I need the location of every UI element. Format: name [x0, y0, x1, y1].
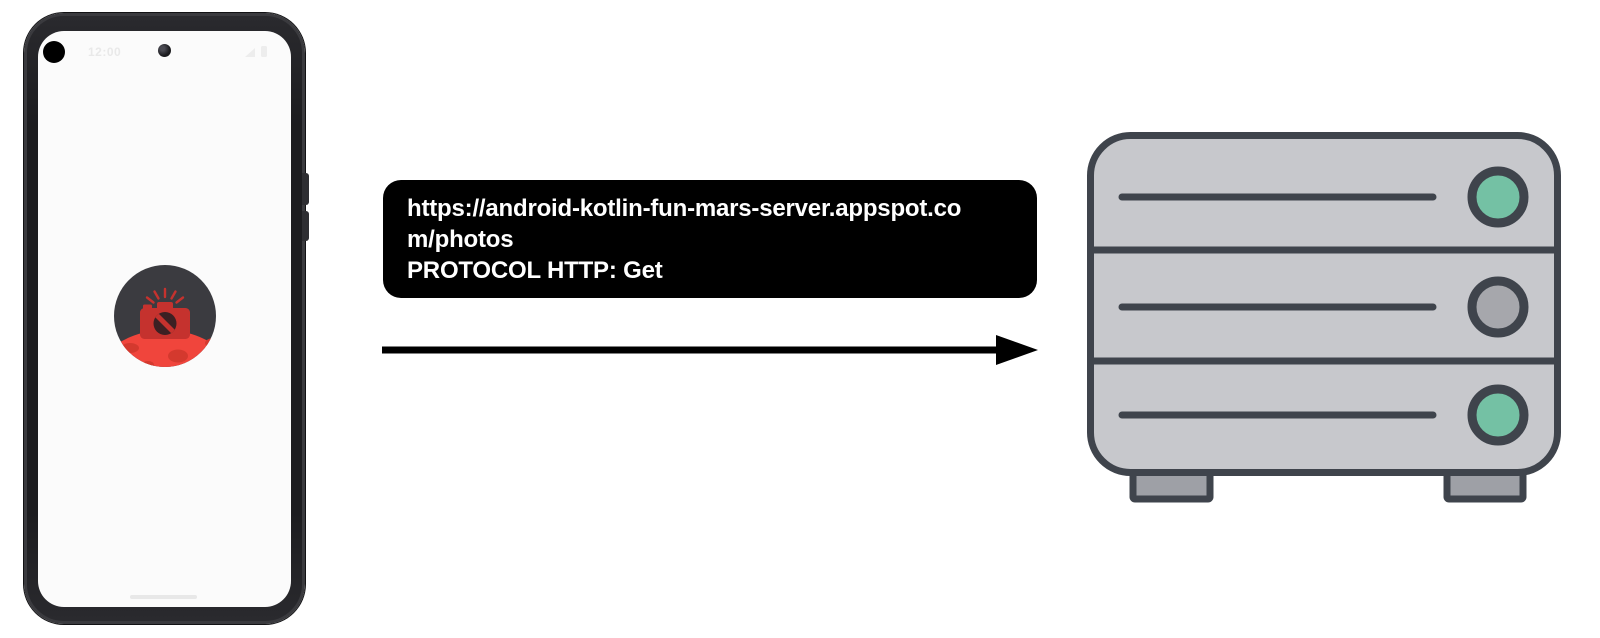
- server-led-icon: [1467, 166, 1529, 228]
- battery-icon: [261, 46, 267, 57]
- status-time: 12:00: [88, 45, 122, 59]
- front-camera-icon: [158, 44, 171, 57]
- crater: [168, 349, 188, 363]
- request-bubble: https://android-kotlin-fun-mars-server.a…: [383, 180, 1037, 298]
- mars-photos-app-icon: [114, 265, 216, 367]
- request-url: https://android-kotlin-fun-mars-server.a…: [407, 195, 962, 253]
- phone-device: 12:00: [24, 13, 309, 624]
- home-indicator: [130, 595, 197, 599]
- server-led-icon: [1467, 384, 1529, 446]
- status-dot-icon: [43, 41, 65, 63]
- flash-rays-icon: [145, 287, 185, 304]
- request-arrow-icon: [382, 335, 1038, 365]
- request-protocol: PROTOCOL HTTP: Get: [407, 257, 663, 284]
- power-button-icon: [302, 173, 309, 205]
- server-icon: [1087, 132, 1561, 503]
- server-led-icon: [1467, 276, 1529, 338]
- volume-button-icon: [302, 211, 309, 241]
- crater: [121, 343, 139, 353]
- phone-screen: 12:00: [38, 31, 291, 607]
- signal-icon: [245, 48, 255, 57]
- camera-icon: [140, 287, 190, 339]
